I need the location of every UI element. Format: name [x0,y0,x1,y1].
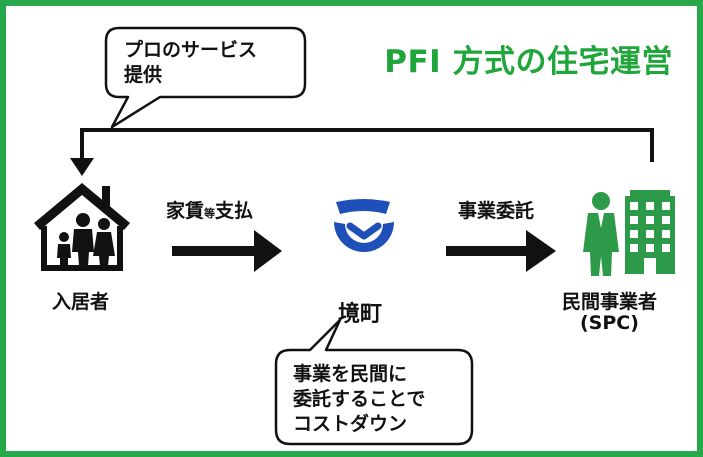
house-family-icon [34,183,130,271]
spc-sublabel: (SPC) [580,312,639,334]
businessman-building-icon [583,190,675,276]
cost-bubble-line1: 事業を民間に [293,363,408,385]
cost-bubble-line3: コストダウン [293,413,408,435]
rent-payment-label-small: 等 [204,207,216,220]
service-speech-bubble [104,26,307,129]
rent-payment-arrow [172,230,282,272]
spc-label: 民間事業者 [562,291,658,313]
service-bubble-line1: プロのサービス [124,39,258,61]
sakai-label: 境町 [338,302,383,327]
cost-bubble-line2: 委託することで [293,388,426,410]
service-bubble-line2: 提供 [124,64,163,86]
sakai-town-logo-icon [334,199,394,252]
commission-label: 事業委託 [458,200,535,222]
rent-payment-label-main: 家賃 [166,200,205,222]
service-arrowhead [70,158,94,176]
diagram-title: PFI 方式の住宅運営 [384,44,673,80]
rent-payment-label-end: 支払 [215,200,254,222]
commission-arrow [446,230,556,272]
cost-speech-bubble [274,318,474,446]
residents-label: 入居者 [52,291,110,313]
service-connector-line [70,128,654,176]
rent-payment-label: 家賃等支払 [166,196,253,223]
